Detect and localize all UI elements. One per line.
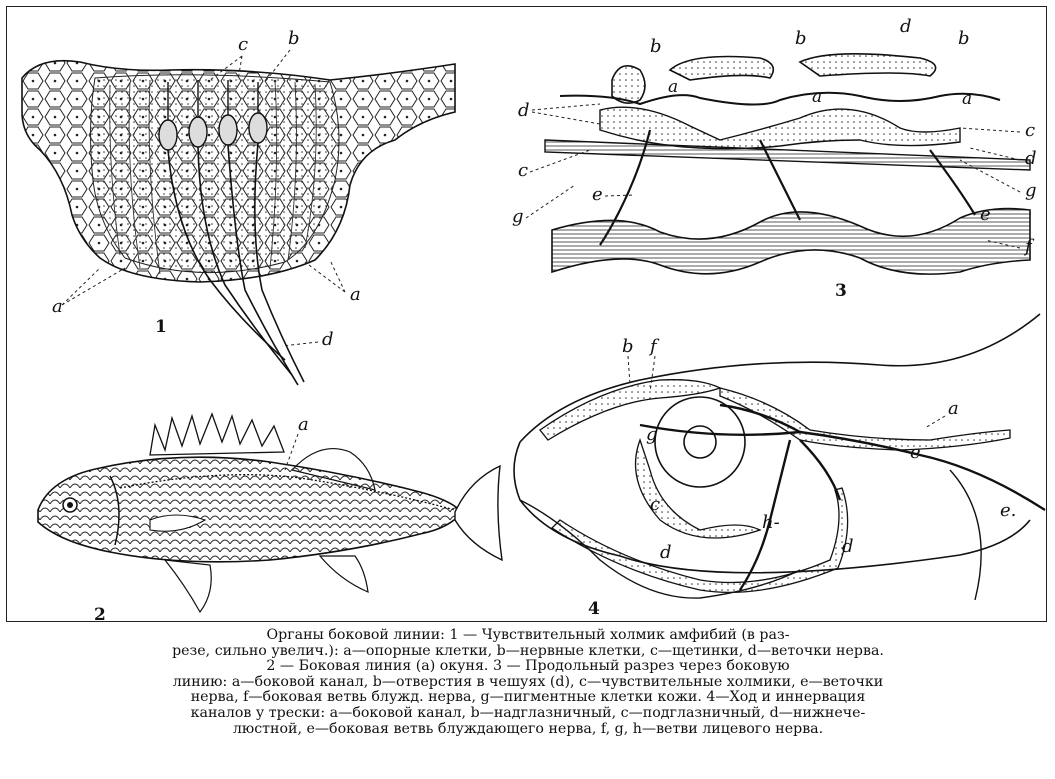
figure-caption: Органы боковой линии: 1 — Чувствительный… [18,628,1038,737]
panel-4-label-e-out: e. [1000,500,1016,521]
panel-3-label-c-right: c [1025,120,1035,141]
lateral-canal [600,107,960,148]
panel-3-label-b3: b [958,28,970,49]
fish-body [38,457,462,562]
gill-line [950,470,981,600]
panel-3-lateral-line-section: b b d b a a a d c g e c d e g f [512,16,1037,301]
panel-4-label-b: b [622,336,634,357]
caption-line: каналов у трески: a—боковой канал, b—над… [18,706,1038,722]
caption-line: Органы боковой линии: 1 — Чувствительный… [18,628,1038,644]
caption-line: люстной, e—боковая ветвь блуждающего нер… [18,722,1038,738]
panel-3-label-d-left: d [518,100,530,121]
panel-1-label-a-left: a [52,296,63,317]
panel-4-label-g: g [646,424,658,445]
panel-4-label-c: c [650,494,660,515]
panel-3-label-g-left: g [512,206,524,227]
panel-1-label-a-right: a [350,284,361,305]
cod-eye-inner [684,426,716,458]
pelvic-fin [165,560,211,612]
caption-line: нерва, f—боковая ветвь блужд. нерва, g—п… [18,690,1038,706]
panel-4-cod-head: b f g a e e. c h- d d 4 [514,314,1045,619]
panel-2-perch: a 2 [38,414,502,625]
panel-3-label-f-right: f [1023,236,1035,257]
dorsal-fin-spiny [150,414,284,455]
panel-4-label-h: h- [762,512,780,533]
panel-1-sensory-hillock: a a c b d 1 [22,28,455,385]
caption-line: резе, сильно увелич.): a—опорные клетки,… [18,644,1038,660]
fish-pupil [67,502,73,508]
panel-4-label-d-right: d [842,536,854,557]
caption-line: 2 — Боковая линия (a) окуня. 3 — Продоль… [18,659,1038,675]
hillock-core [91,75,339,273]
panel-2-number: 2 [94,605,106,625]
panel-3-label-e-mid: e [592,184,603,205]
sensory-canals [540,380,1010,593]
panel-3-label-a2: a [812,87,822,107]
anal-fin [320,556,368,592]
panel-3-label-b2: b [795,28,807,49]
panel-1-number: 1 [155,317,167,337]
panel-4-label-e: e [910,442,921,463]
scales [612,54,936,103]
panel-3-label-e-right: e [980,204,991,225]
lateral-nerve-band [552,209,1030,275]
panel-4-label-f: f [648,336,660,357]
panel-3-label-g-right: g [1025,180,1037,201]
panel-1-label-d: d [322,329,334,350]
panel-3-number: 3 [835,281,847,301]
panel-4-label-d-left: d [660,542,672,563]
panel-3-label-a3: a [962,89,972,109]
panel-1-label-c: c [238,34,248,55]
panel-3-label-c-left: c [518,160,528,181]
tail-fin [455,466,502,560]
panel-4-label-a: a [948,398,959,419]
cod-eye-outer [655,397,745,487]
panel-3-label-a1: a [668,77,678,97]
panel-3-label-b1: b [650,36,662,57]
figure-plate: a a c b d 1 [0,0,1055,625]
panel-2-label-a: a [298,414,309,435]
caption-line: линию: a—боковой канал, b—отверстия в че… [18,675,1038,691]
panel-3-label-d-right: d [1025,148,1037,169]
panel-4-number: 4 [588,599,600,619]
panel-3-label-d-top: d [900,16,912,37]
panel-1-label-b: b [288,28,300,49]
